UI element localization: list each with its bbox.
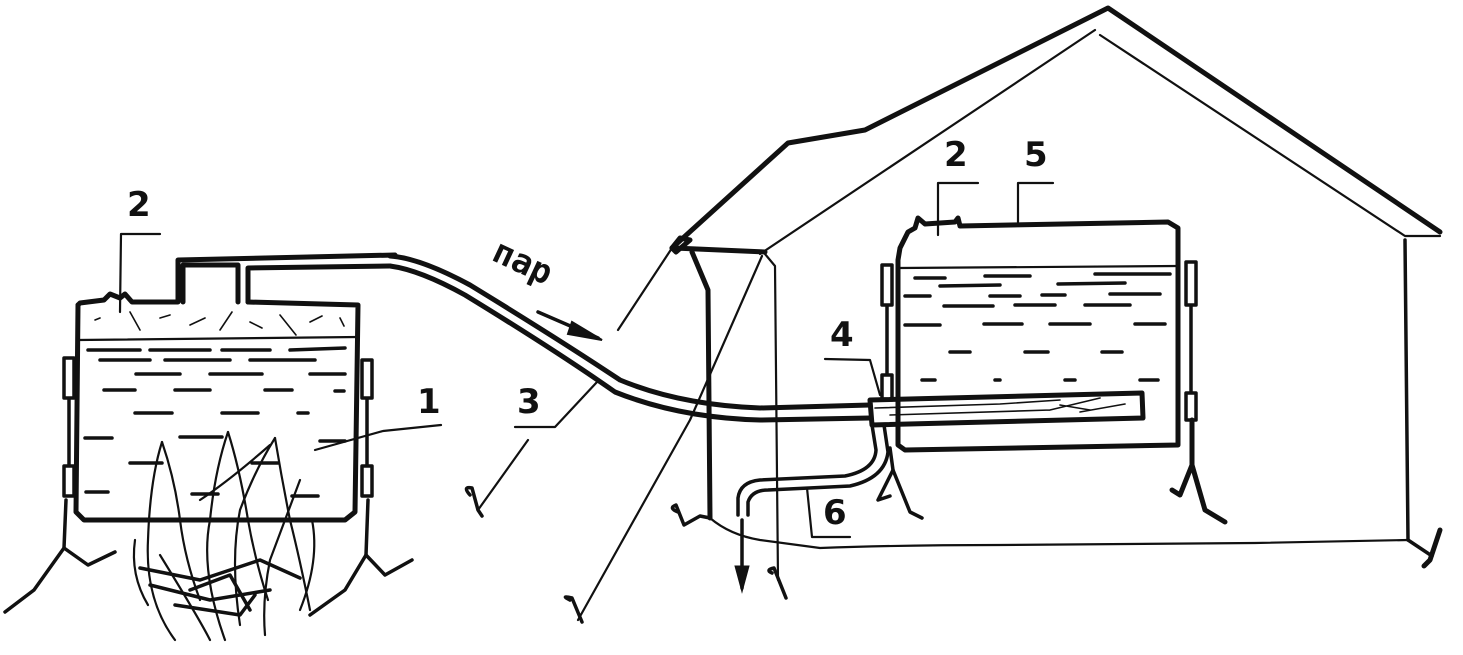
steam-pipe xyxy=(387,253,873,423)
heat-exchanger xyxy=(867,390,1146,428)
label-valve-right: 2 xyxy=(944,135,968,175)
drain-pipe xyxy=(734,423,890,594)
label-tank: 5 xyxy=(1024,135,1048,175)
boiler-tank xyxy=(3,252,414,617)
fire xyxy=(132,430,316,642)
steam-arrow xyxy=(536,310,603,341)
label-steam-pipe: 3 xyxy=(517,382,541,422)
leader-lines xyxy=(118,181,1055,539)
inner-tank xyxy=(876,215,1228,525)
label-drain-pipe: 6 xyxy=(823,493,847,533)
label-boiler: 1 xyxy=(417,382,441,422)
label-heat-exchanger: 4 xyxy=(830,315,854,355)
shelter xyxy=(464,5,1443,624)
label-valve-left: 2 xyxy=(127,185,151,225)
